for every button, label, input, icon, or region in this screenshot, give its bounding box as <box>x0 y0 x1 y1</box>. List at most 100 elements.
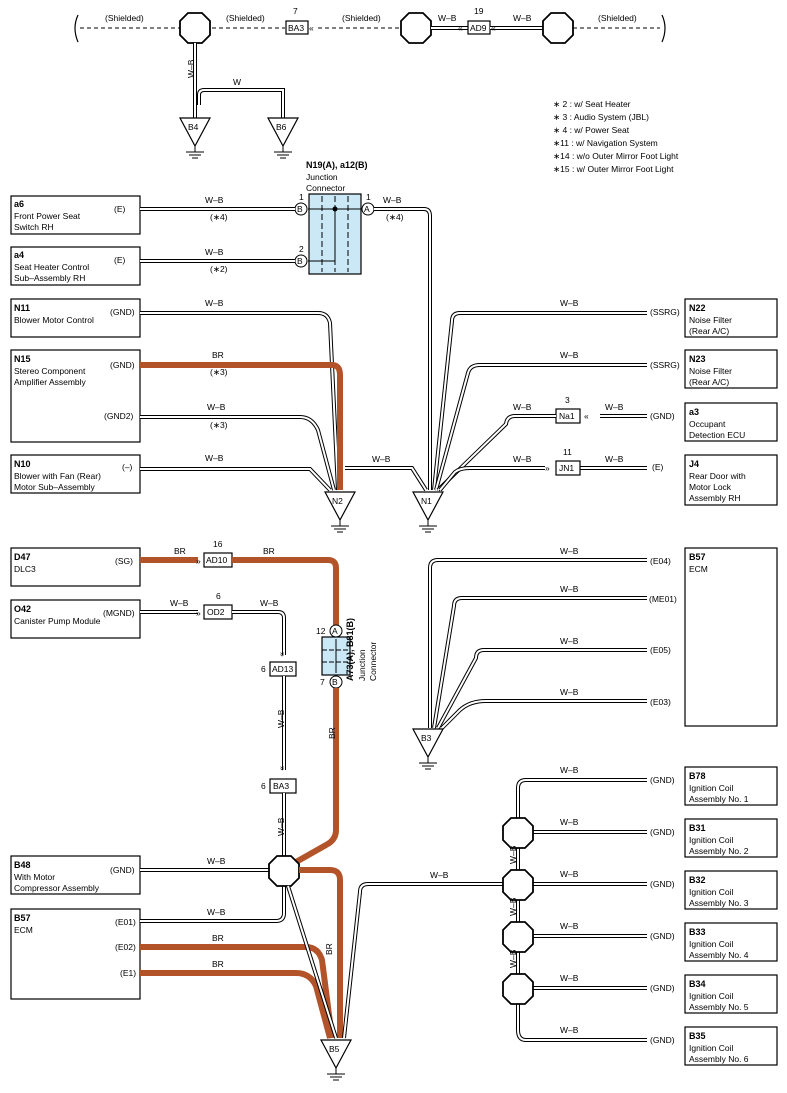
component-code: N23 <box>689 354 706 364</box>
splice-octagon <box>502 921 534 953</box>
component-code: B34 <box>689 979 706 989</box>
wire-label: W–B <box>560 1025 579 1035</box>
terminal-label: (GND) <box>650 879 675 889</box>
wire-label: W–B <box>560 546 579 556</box>
wire-label: W–B <box>560 687 579 697</box>
wire-label-wb: W–B <box>513 13 532 23</box>
component-name: ECM <box>14 925 33 935</box>
shielded-line-group: (Shielded) (Shielded) (Shielded) (Shield… <box>74 6 666 159</box>
component-name: Rear Door with <box>689 471 746 481</box>
junction-pin-num: 7 <box>320 677 325 687</box>
component-name: Ignition Coil <box>689 1043 734 1053</box>
ground-triangle <box>266 117 300 148</box>
connector-label: JN1 <box>559 463 574 473</box>
wire-label: W–B <box>207 856 226 866</box>
wire-condition: (∗3) <box>210 420 228 430</box>
component-name: Assembly No. 6 <box>689 1054 749 1064</box>
wire-label: W–B <box>205 195 224 205</box>
junction-title: N19(A), a12(B) <box>306 160 368 170</box>
component-name: Sub–Assembly RH <box>14 273 85 283</box>
component-name: Ignition Coil <box>689 783 734 793</box>
mid-left-components: D47 DLC3 (SG) BR » AD10 16 BR O42 Canist… <box>10 539 378 865</box>
right-top-components: N22 Noise Filter (Rear A/C) (SSRG) W–B N… <box>432 298 778 506</box>
wire-label: W–B <box>513 402 532 412</box>
component-a4: a4 Seat Heater Control Sub–Assembly RH (… <box>10 246 295 286</box>
connector-label: Na1 <box>559 411 575 421</box>
component-name: Assembly No. 2 <box>689 846 749 856</box>
component-code: B33 <box>689 927 706 937</box>
ground-icon <box>419 757 437 770</box>
splice-octagon <box>502 869 534 901</box>
terminal-label: (E) <box>652 462 664 472</box>
wire-label-vertical: W–B <box>276 709 286 728</box>
connector-pin: 6 <box>261 781 266 791</box>
component-n10: N10 Blower with Fan (Rear) Motor Sub–Ass… <box>10 453 224 494</box>
component-name: Detection ECU <box>689 430 745 440</box>
component-code: J4 <box>689 459 699 469</box>
junction-pin-num: 1 <box>299 192 304 202</box>
junction-pin-num: 1 <box>366 192 371 202</box>
wire-label-w: W <box>233 77 241 87</box>
ground-b3-label: B3 <box>421 733 432 743</box>
wire-label-wb: W–B <box>438 13 457 23</box>
connector-arrow-icon: » <box>545 463 550 473</box>
component-name: Blower with Fan (Rear) <box>14 471 101 481</box>
wire-label: W–B <box>560 350 579 360</box>
ground-b6-label: B6 <box>276 122 287 132</box>
terminal-label: (GND) <box>650 931 675 941</box>
junction-pin-num: 2 <box>299 244 304 254</box>
junction-sub1: Junction <box>306 172 338 182</box>
wire-label-wb-vertical: W–B <box>186 59 196 78</box>
component-name: (Rear A/C) <box>689 377 729 387</box>
wire-label: W–B <box>260 598 279 608</box>
ground-n2-label: N2 <box>332 496 343 506</box>
terminal-label: (GND2) <box>104 411 133 421</box>
terminal-label: (GND) <box>110 307 135 317</box>
component-name: Assembly No. 3 <box>689 898 749 908</box>
splice-octagon <box>502 973 534 1005</box>
connector-arrow-icon: » <box>278 652 288 657</box>
wire-condition: (∗2) <box>210 264 228 274</box>
wire-condition: (∗4) <box>386 212 404 222</box>
wire-label: W–B <box>205 453 224 463</box>
junction-pin-b1: B <box>297 204 303 214</box>
connector-label: BA3 <box>273 781 289 791</box>
wire-label: W–B <box>207 907 226 917</box>
component-code: N11 <box>14 303 30 313</box>
terminal-label: (SG) <box>115 556 133 566</box>
component-code: B48 <box>14 860 31 870</box>
component-name: Stereo Component <box>14 366 86 376</box>
wire-label: W–B <box>560 921 579 931</box>
terminal-label: (E03) <box>650 697 671 707</box>
junction-pin-b2: B <box>297 256 303 266</box>
connector-jn1 <box>555 460 581 476</box>
coil-b78: B78 Ignition Coil Assembly No. 1 (GND) W… <box>560 765 778 806</box>
terminal-label: (SSRG) <box>650 360 680 370</box>
ignition-coils: B78 Ignition Coil Assembly No. 1 (GND) W… <box>342 765 778 1066</box>
terminal-label: (E04) <box>650 556 671 566</box>
connector-pin: 11 <box>563 447 572 457</box>
coil-b35: B35 Ignition Coil Assembly No. 6 (GND) W… <box>560 1025 778 1066</box>
ground-icon <box>274 146 292 159</box>
wire-label: W–B <box>605 454 624 464</box>
terminal-label: (E1) <box>120 968 136 978</box>
component-code: B57 <box>14 913 31 923</box>
connector-arrow-icon: « <box>458 23 463 33</box>
wire-label: W–B <box>560 817 579 827</box>
connector-pin: 3 <box>565 395 570 405</box>
component-code: B32 <box>689 875 706 885</box>
wire-label: BR <box>174 546 186 556</box>
connector-pin: 16 <box>213 539 223 549</box>
connector-ad9-label: AD9 <box>470 23 487 33</box>
junction-pin-num: 12 <box>316 626 326 636</box>
note-line: ∗15 : w/ Outer Mirror Foot Light <box>553 164 674 174</box>
component-name: Assembly No. 1 <box>689 794 749 804</box>
component-name: ECM <box>689 564 708 574</box>
ground-triangle <box>411 491 445 522</box>
shielded-label-4: (Shielded) <box>598 13 637 23</box>
component-name: Assembly RH <box>689 493 740 503</box>
coil-b33: B33 Ignition Coil Assembly No. 4 (GND) W… <box>560 921 778 962</box>
component-name: (Rear A/C) <box>689 326 729 336</box>
component-name: With Motor <box>14 872 55 882</box>
